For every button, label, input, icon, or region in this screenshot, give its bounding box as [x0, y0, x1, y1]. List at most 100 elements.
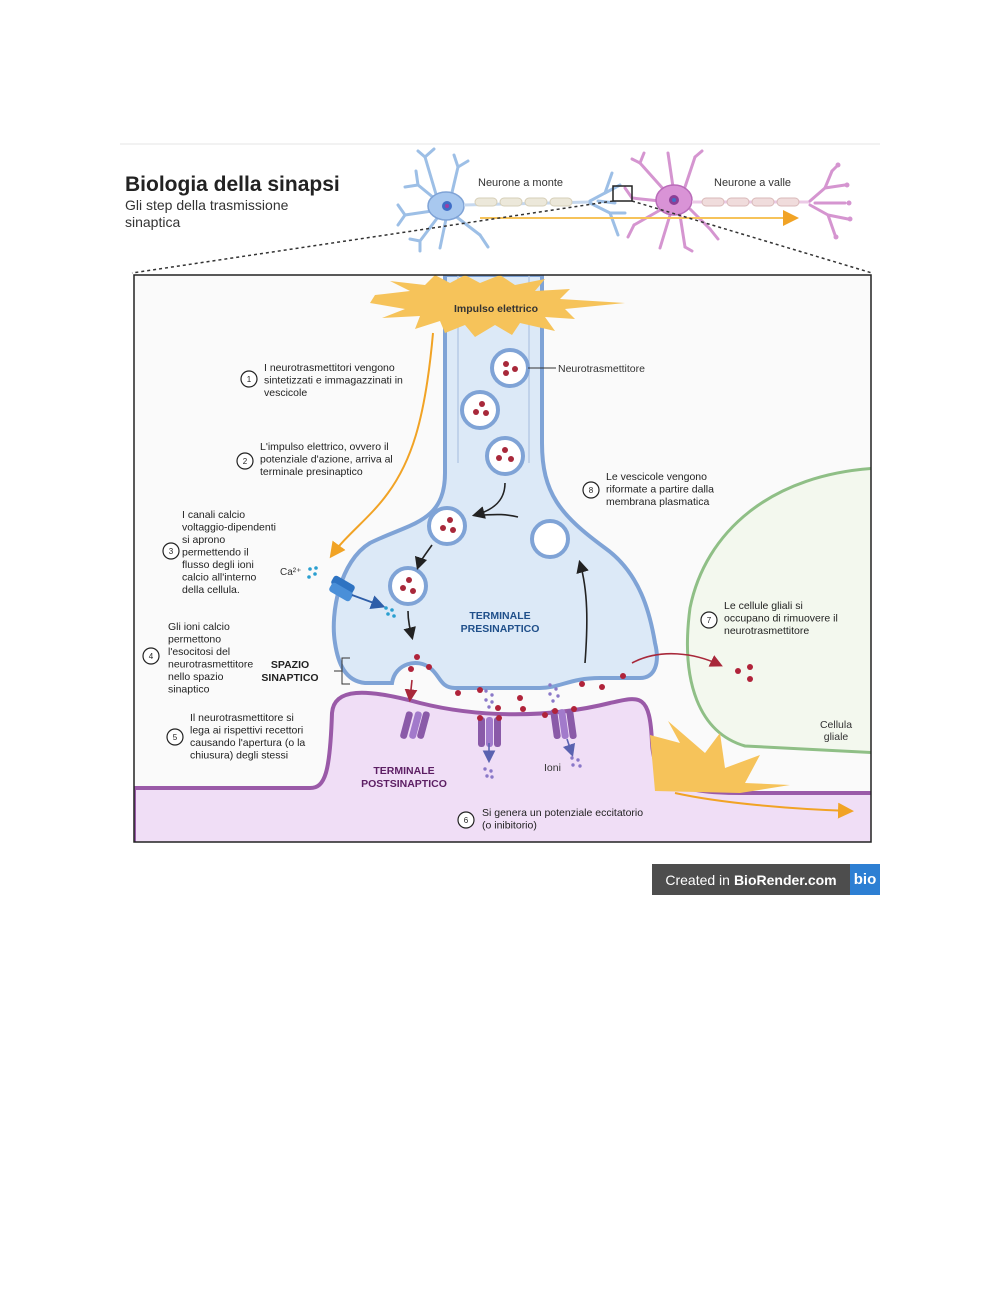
step-number-circle: [582, 481, 600, 499]
biorender-logo-icon: bio: [850, 864, 880, 895]
postsynaptic-label-1: TERMINALE: [373, 765, 434, 777]
step-text-line: permettono: [168, 634, 221, 646]
synaptic-space-label-1: SPAZIO: [271, 659, 309, 671]
step-text-line: si aprono: [182, 534, 225, 546]
glia-uptake-arrow: [631, 652, 723, 667]
step-text-line: vescicole: [264, 387, 307, 399]
glia-label-1: Cellula: [820, 719, 852, 731]
potential-arrow: [674, 792, 854, 819]
step-number: 8: [589, 486, 594, 495]
impulse-arrow: [329, 332, 434, 559]
step-text-line: (o inibitorio): [482, 820, 537, 832]
synaptic-space-label-2: SINAPTICO: [261, 672, 318, 684]
step-number-circle: [166, 728, 184, 746]
step-6: 6 Si genera un potenziale eccitatorio(o i…: [457, 807, 643, 832]
step-text-line: Il neurotrasmettitore si: [190, 712, 294, 724]
synapse-diagram: Biologia della sinapsi Gli step della tr…: [120, 143, 880, 843]
zoom-box: [612, 185, 633, 202]
step-text-line: riformate a partire dalla: [606, 484, 714, 496]
step-number: 3: [169, 547, 174, 556]
step-text-line: neurotrasmettitore: [168, 659, 253, 671]
step-text-line: Si genera un potenziale eccitatorio: [482, 807, 643, 819]
vesicles: [388, 348, 570, 606]
page-subtitle: Gli step della trasmissione: [125, 197, 289, 213]
step-number: 5: [173, 733, 178, 742]
step-text-line: flusso degli ioni: [182, 559, 254, 571]
badge-created-in: Created in: [665, 871, 730, 888]
step-number-circle: [142, 647, 160, 665]
badge-brand: BioRender.com: [733, 871, 837, 888]
step-2: 2 L'impulso elettrico, ovvero ilpotenzial…: [236, 441, 393, 478]
page-subtitle-2: sinaptica: [125, 214, 180, 230]
arrow-vesicle-fusion: [403, 610, 416, 641]
step-text-line: terminale presinaptico: [260, 466, 363, 478]
step-text-line: Gli ioni calcio: [168, 621, 230, 633]
postsynaptic-impulse: [650, 721, 790, 793]
step-text-line: l'esocitosi del: [168, 646, 230, 658]
step-text-line: causando l'apertura (o la: [190, 737, 305, 749]
step-text-line: potenziale d'azione, arriva al: [260, 454, 393, 466]
step-text-line: della cellula.: [182, 584, 240, 596]
synaptic-space-bracket: [334, 657, 350, 685]
main-panel: [133, 274, 872, 843]
step-text-line: occupano di rimuovere il: [724, 613, 838, 625]
ion-flow-arrow: [562, 738, 576, 758]
receptor-icon: [400, 711, 430, 739]
step-1: 1I neurotrasmettitori vengonosintetizzat…: [240, 362, 403, 399]
step-number-circle: [236, 452, 254, 470]
postsynaptic-label-2: POSTSINAPTICO: [361, 778, 447, 790]
step-number-circle: [240, 370, 258, 388]
step-number-circle: [162, 542, 180, 560]
arrow-recycle-join: [479, 513, 519, 518]
vesicle: [490, 348, 530, 388]
ions: [483, 683, 582, 779]
ions-label: Ioni: [544, 762, 561, 774]
step-number-circle: [700, 611, 718, 629]
impulse-label: Impulso elettrico: [454, 303, 538, 315]
vesicle: [427, 506, 467, 546]
step-text-line: voltaggio-dipendenti: [182, 522, 276, 534]
step-number: 4: [149, 652, 154, 661]
step-text-line: L'impulso elettrico, ovvero il: [260, 441, 389, 453]
calcium-ions: [307, 566, 396, 618]
arrow-vesicle-reform: [576, 559, 589, 664]
presynaptic-label-1: TERMINALE: [469, 610, 530, 622]
page-title: Biologia della sinapsi: [125, 173, 340, 196]
calcium-influx-arrow: [351, 594, 386, 610]
step-text-line: Le vescicole vengono: [606, 471, 707, 483]
step-text-line: sinaptico: [168, 684, 210, 696]
step-text-line: sintetizzati e immagazzinati in: [264, 375, 403, 387]
step-text-line: calcio all'interno: [182, 572, 257, 584]
vesicle: [388, 566, 428, 606]
receptor-icon: [550, 706, 577, 740]
step-number: 1: [247, 375, 252, 384]
step-number: 7: [707, 616, 712, 625]
step-text-line: nello spazio: [168, 671, 224, 683]
step-number: 6: [464, 816, 469, 825]
glia-label-2: gliale: [824, 731, 849, 743]
receptor-icon: [477, 715, 502, 747]
step-number: 2: [243, 457, 248, 466]
step-number-circle: [457, 811, 475, 829]
vesicle: [460, 390, 500, 430]
step-text-line: neurotrasmettitore: [724, 625, 809, 637]
arrow-vesicle-move: [471, 482, 506, 519]
impulse-burst-icon: [370, 275, 625, 337]
release-arrow: [404, 679, 418, 703]
released-neurotransmitter: [408, 654, 753, 718]
calcium-label: Ca²⁺: [280, 567, 301, 578]
step-text-line: chiusura) degli stessi: [190, 750, 288, 762]
empty-vesicle: [530, 519, 570, 559]
upstream-neuron-icon: [396, 147, 627, 253]
steps: 1I neurotrasmettitori vengonosintetizzat…: [142, 362, 838, 832]
vesicle: [485, 436, 525, 476]
arrow-vesicle-docking: [414, 544, 433, 571]
step-text-line: Le cellule gliali si: [724, 600, 803, 612]
